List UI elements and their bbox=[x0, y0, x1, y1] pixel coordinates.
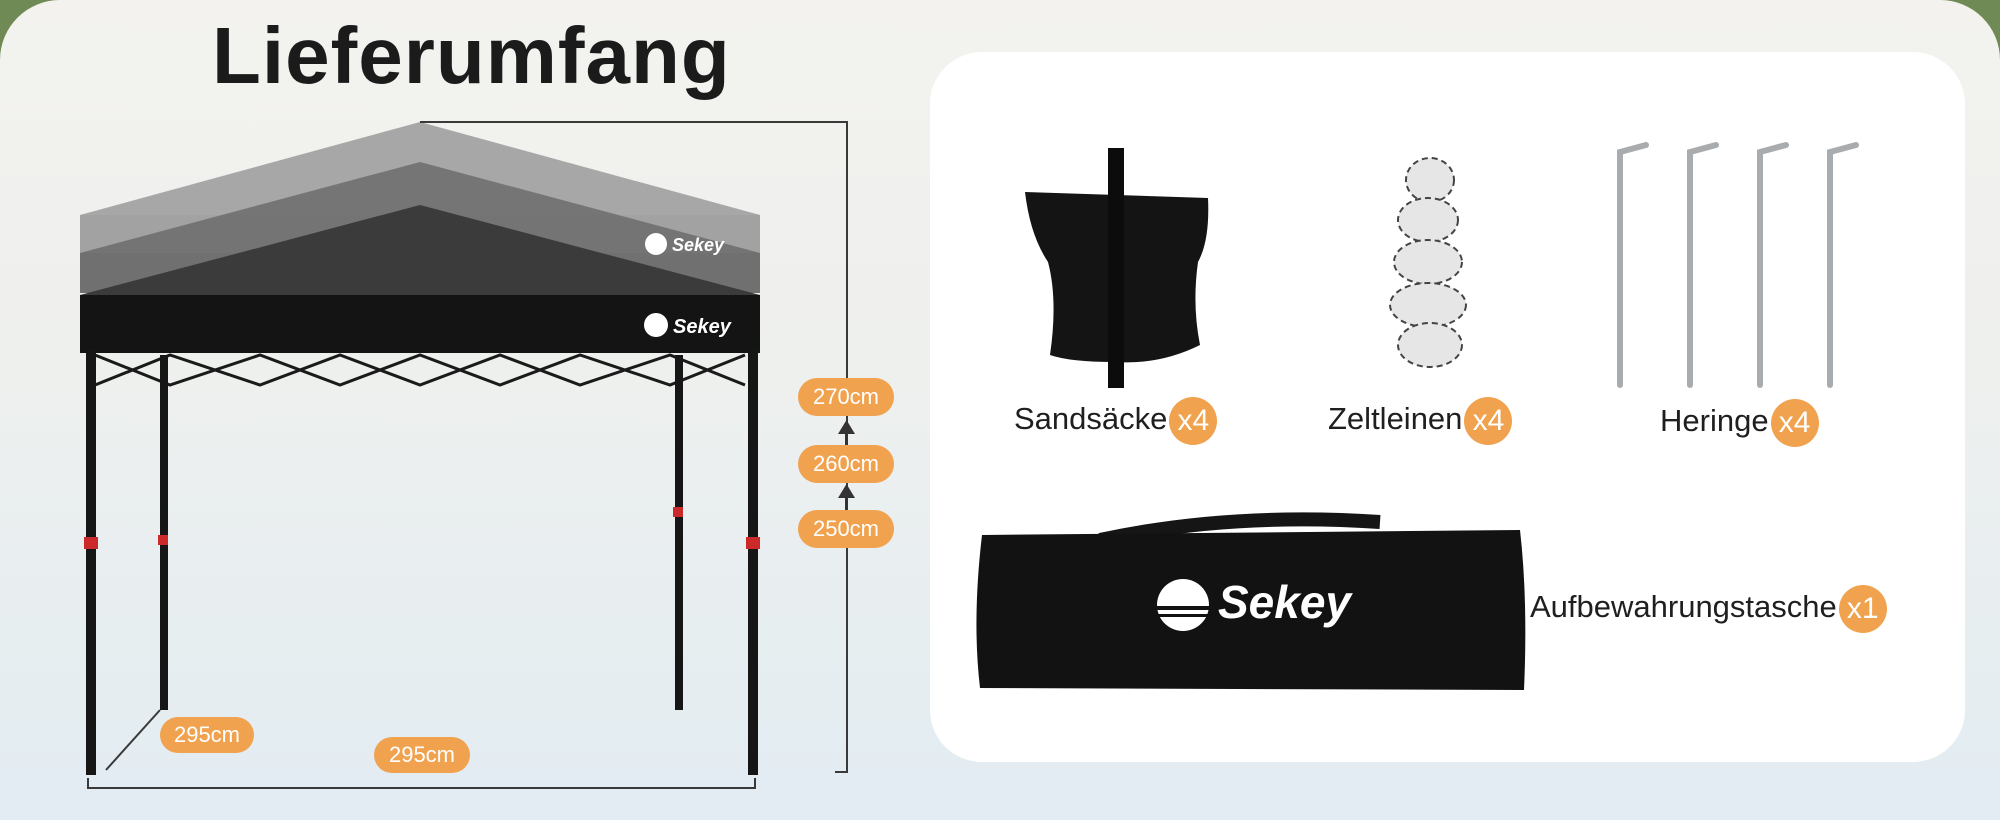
sandbag-icon bbox=[1025, 148, 1209, 388]
height-mid-badge: 260cm bbox=[798, 445, 894, 483]
page-title: Lieferumfang bbox=[212, 11, 731, 100]
rope-icon bbox=[1389, 157, 1467, 368]
item-label: Heringe bbox=[1660, 403, 1769, 439]
brand-logo-text-bag: Sekey bbox=[1218, 576, 1353, 628]
qty-badge: x4 bbox=[1770, 399, 1819, 447]
item-label: Sandsäcke bbox=[1014, 401, 1168, 437]
item-label: Aufbewahrungstasche bbox=[1530, 589, 1837, 625]
height-min-badge: 250cm bbox=[798, 510, 894, 548]
leg-clips bbox=[84, 507, 760, 549]
height-max-badge: 270cm bbox=[798, 378, 894, 416]
canopy-legs bbox=[86, 350, 758, 775]
depth-badge: 295cm bbox=[160, 717, 254, 753]
qty-badge: x4 bbox=[1169, 397, 1218, 445]
brand-logo-canopy bbox=[644, 233, 668, 337]
item-label: Zeltleinen bbox=[1328, 401, 1463, 437]
tent-peg-icon bbox=[1617, 142, 1859, 388]
qty-badge: x1 bbox=[1838, 585, 1887, 633]
qty-badge: x4 bbox=[1464, 397, 1513, 445]
storage-bag-icon bbox=[976, 512, 1526, 690]
canopy-roof bbox=[80, 205, 760, 295]
brand-logo-text-ghost: Sekey bbox=[672, 235, 725, 255]
canopy-truss bbox=[94, 353, 746, 387]
width-badge: 295cm bbox=[374, 737, 470, 773]
brand-logo-text-canopy: Sekey bbox=[673, 316, 732, 338]
